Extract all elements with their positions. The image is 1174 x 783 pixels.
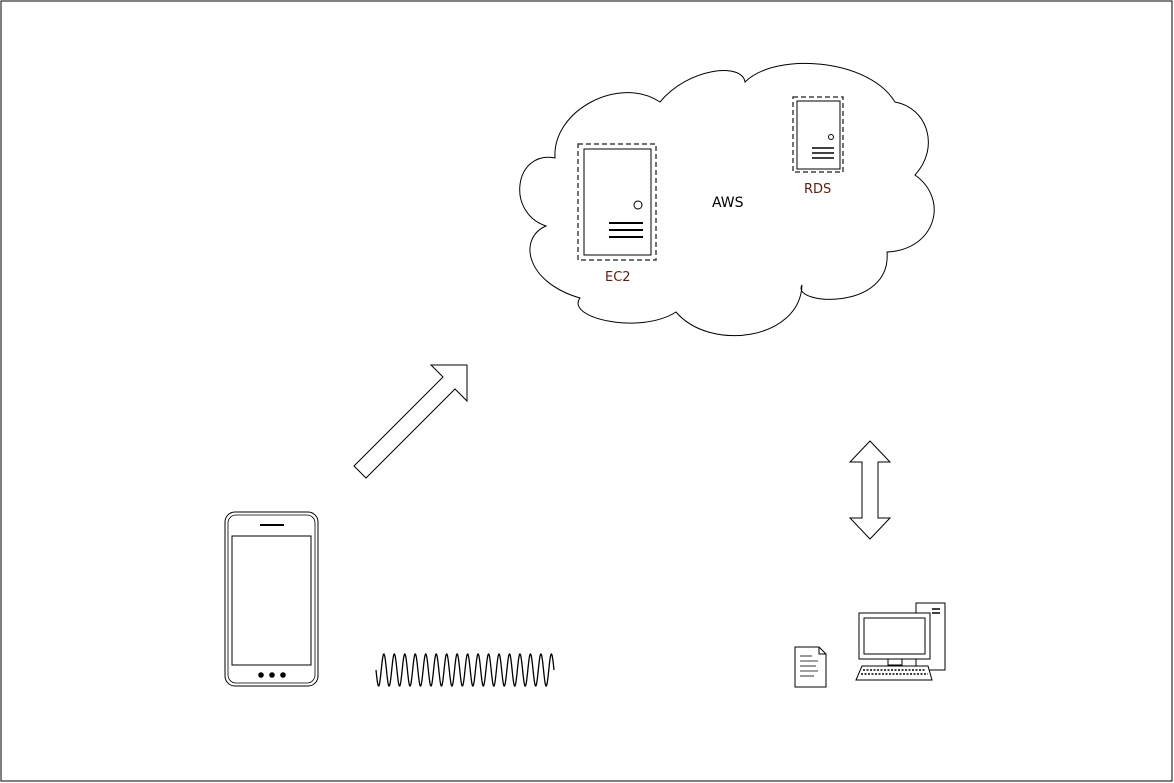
smartphone-icon: [224, 511, 319, 687]
document-sheet: [794, 646, 827, 688]
ec2-server: EC2: [577, 143, 657, 285]
ec2-power-led: [633, 200, 643, 210]
cloud-label: AWS: [712, 195, 744, 211]
phone-button: [280, 672, 286, 678]
computer-keyboard: [855, 665, 933, 681]
phone-button: [258, 672, 264, 678]
ec2-dashed-frame: [577, 143, 657, 261]
document-icon: [794, 646, 827, 688]
rds-dashed-frame: [792, 96, 844, 173]
ec2-label: EC2: [605, 270, 631, 285]
rds-server: RDS: [792, 96, 844, 197]
server-icon: [796, 100, 841, 170]
document-fold: [818, 647, 826, 655]
desktop-computer-icon: [855, 602, 946, 681]
upload-arrow: [353, 364, 468, 479]
phone-button: [269, 672, 275, 678]
phone-inner-edge: [227, 514, 316, 684]
computer-screen: [863, 617, 926, 655]
rds-power-led: [828, 134, 834, 140]
wireless-signal-icon: [375, 653, 555, 687]
phone-screen: [231, 535, 312, 666]
monitor-stand: [887, 658, 903, 666]
rds-label: RDS: [804, 182, 831, 197]
sync-arrow: [848, 440, 892, 540]
